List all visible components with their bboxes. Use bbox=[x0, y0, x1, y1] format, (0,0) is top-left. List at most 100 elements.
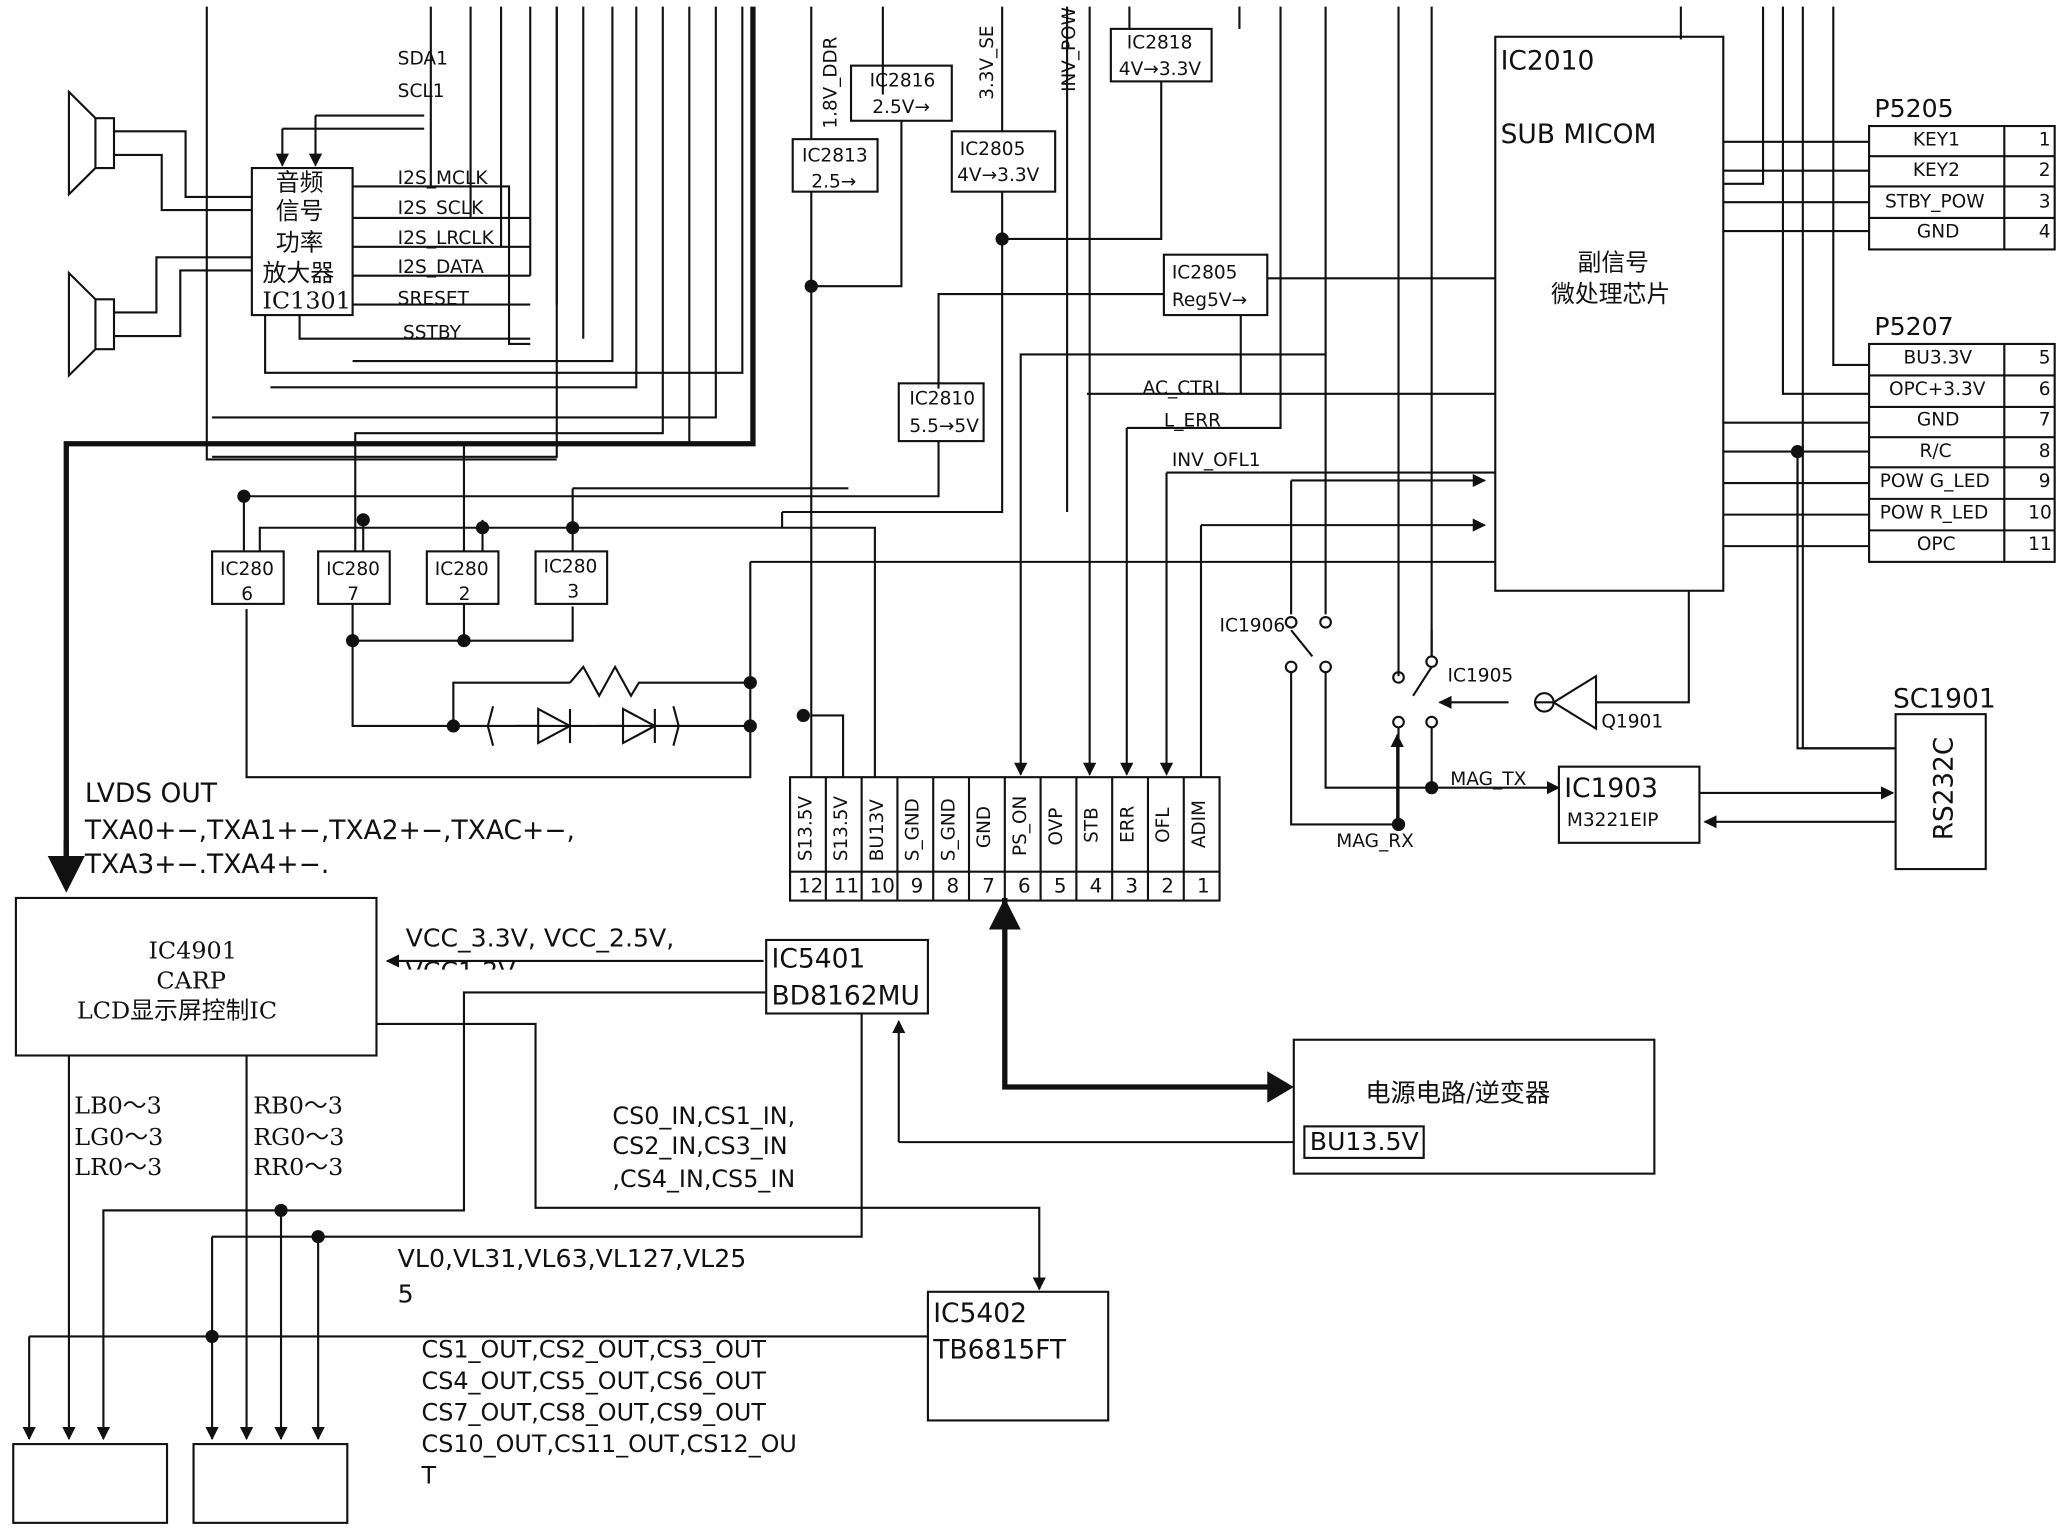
ic5401-part: BD8162MU bbox=[771, 979, 920, 1011]
cs-out-4: CS10_OUT,CS11_OUT,CS12_OU bbox=[421, 1430, 797, 1459]
ic5402-name: IC5402 bbox=[933, 1297, 1028, 1329]
lvds-line1: TXA0+−,TXA1+−,TXA2+−,TXAC+−, bbox=[84, 813, 575, 846]
pin-4-name: STB bbox=[1081, 807, 1103, 843]
speaker-icon bbox=[67, 89, 116, 197]
ic280-6-top: IC280 bbox=[220, 559, 274, 581]
inv-ofl1: INV_OFL1 bbox=[1171, 450, 1261, 472]
sreset: SRESET bbox=[397, 288, 469, 310]
p5205-n4: 4 bbox=[2038, 221, 2051, 243]
speaker-icon bbox=[67, 270, 116, 378]
pin-2-num: 2 bbox=[1161, 874, 1174, 898]
ic280-3-bot: 3 bbox=[567, 581, 580, 603]
ic1903-part: M3221EIP bbox=[1566, 809, 1659, 832]
lvds-title: LVDS OUT bbox=[84, 777, 217, 809]
p5207-r10: POW R_LED bbox=[1879, 502, 1989, 524]
l-err: L_ERR bbox=[1163, 410, 1222, 432]
ic2818-val: 4V→3.3V bbox=[1118, 59, 1202, 81]
p5207-r9: POW G_LED bbox=[1879, 471, 1990, 493]
cs-in-3: ,CS4_IN,CS5_IN bbox=[612, 1165, 796, 1194]
amp-line-3: 功率 bbox=[275, 229, 324, 258]
pin-4-num: 4 bbox=[1089, 874, 1103, 898]
p5207-n10: 10 bbox=[2028, 502, 2052, 524]
micom-sub: SUB MICOM bbox=[1500, 118, 1657, 150]
ic280-6-bot: 6 bbox=[241, 584, 254, 606]
pin-11-name: S13.5V bbox=[831, 796, 853, 862]
v33-label: 3.3V_SE bbox=[976, 25, 999, 100]
ic1906: IC1906 bbox=[1219, 615, 1286, 637]
p5207-r8: R/C bbox=[1919, 441, 1952, 463]
amp-line-5: IC1301 bbox=[262, 287, 351, 316]
amp-line-2: 信号 bbox=[275, 198, 324, 226]
power-bu: BU13.5V bbox=[1309, 1127, 1419, 1157]
vl-line1: VL0,VL31,VL63,VL127,VL25 bbox=[397, 1244, 747, 1274]
p5207-n5: 5 bbox=[2038, 347, 2051, 369]
ic280-7-bot: 7 bbox=[347, 584, 360, 606]
mag-rx: MAG_RX bbox=[1336, 831, 1414, 853]
p5207-r5: BU3.3V bbox=[1903, 347, 1973, 369]
ic2805b-val: Reg5V→ bbox=[1171, 290, 1248, 312]
p5205-r4: GND bbox=[1916, 221, 1960, 243]
ic4901-l2: CARP bbox=[156, 967, 226, 996]
ic2813-name: IC2813 bbox=[801, 145, 868, 167]
pin-7-num: 7 bbox=[982, 874, 995, 898]
rgb-right-2: RR0～3 bbox=[253, 1153, 344, 1182]
p5207-n8: 8 bbox=[2038, 441, 2051, 463]
pin-3-num: 3 bbox=[1125, 874, 1139, 898]
ic1903-name: IC1903 bbox=[1564, 771, 1659, 804]
pin-8-name: S_GND bbox=[938, 798, 960, 862]
pin-6-num: 6 bbox=[1018, 874, 1031, 898]
ic1905: IC1905 bbox=[1447, 665, 1514, 687]
rgb-left-0: LB0～3 bbox=[74, 1092, 162, 1120]
pin-10-num: 10 bbox=[869, 874, 895, 898]
ic5402-part: TB6815FT bbox=[933, 1333, 1067, 1366]
pin-12-name: S13.5V bbox=[795, 796, 817, 862]
p5207-n6: 6 bbox=[2038, 379, 2051, 401]
i2s-data: I2S_DATA bbox=[397, 257, 484, 279]
rs232c-label: RS232C bbox=[1927, 736, 1960, 841]
pin-8-num: 8 bbox=[946, 874, 960, 898]
p5207-r7: GND bbox=[1916, 409, 1960, 431]
pin-12-num: 12 bbox=[798, 874, 824, 898]
rgb-left-1: LG0～3 bbox=[74, 1123, 164, 1152]
ic280-3-top: IC280 bbox=[543, 556, 598, 578]
p5205-r2: KEY2 bbox=[1912, 160, 1960, 182]
p5205-title: P5205 bbox=[1874, 94, 1954, 124]
cs-out-2: CS4_OUT,CS5_OUT,CS6_OUT bbox=[421, 1367, 766, 1396]
micom-name: IC2010 bbox=[1500, 44, 1595, 77]
p5207-n9: 9 bbox=[2038, 471, 2051, 493]
p5205-n1: 1 bbox=[2038, 129, 2051, 151]
pin-11-num: 11 bbox=[833, 874, 860, 898]
rgb-right-1: RG0～3 bbox=[253, 1123, 345, 1152]
pin-1-name: ADIM bbox=[1189, 800, 1211, 849]
p5205-r1: KEY1 bbox=[1912, 129, 1960, 151]
sc1901-title: SC1901 bbox=[1892, 682, 1996, 715]
amp-line-1: 音频 bbox=[275, 169, 324, 197]
vcc-line1: VCC_3.3V, VCC_2.5V, bbox=[405, 924, 675, 954]
vcc-line2: VCC1.2V bbox=[405, 957, 516, 986]
micom-cn2: 微处理芯片 bbox=[1550, 280, 1671, 309]
sda-label: SDA1 bbox=[397, 48, 448, 70]
pin-2-name: OFL bbox=[1153, 807, 1175, 843]
cs-out-3: CS7_OUT,CS8_OUT,CS9_OUT bbox=[421, 1399, 766, 1428]
pin-1-num: 1 bbox=[1197, 874, 1210, 898]
vl-line2: 5 bbox=[397, 1279, 414, 1309]
cs-in-1: CS0_IN,CS1_IN, bbox=[612, 1102, 796, 1131]
cs-in-2: CS2_IN,CS3_IN bbox=[612, 1132, 788, 1161]
ac-ctrl: AC_CTRL bbox=[1142, 378, 1225, 400]
ic2816-val: 2.5V→ bbox=[872, 97, 931, 119]
ic2816-name: IC2816 bbox=[869, 70, 936, 92]
ic2818-name: IC2818 bbox=[1126, 32, 1193, 54]
i2s-mclk: I2S_MCLK bbox=[397, 168, 488, 190]
ic2810-name: IC2810 bbox=[909, 388, 976, 410]
rgb-left-2: LR0～3 bbox=[74, 1153, 163, 1182]
p5207-r6: OPC+3.3V bbox=[1888, 379, 1986, 401]
mag-tx: MAG_TX bbox=[1450, 769, 1527, 791]
pin-6-name: PS_ON bbox=[1010, 795, 1032, 856]
pin-3-name: ERR bbox=[1117, 805, 1139, 843]
invpow-label: INV_POW bbox=[1059, 7, 1081, 92]
q1901: Q1901 bbox=[1601, 711, 1664, 733]
ic280-2-top: IC280 bbox=[434, 559, 489, 581]
p5205-r3: STBY_POW bbox=[1885, 191, 1985, 213]
cs-out-5: T bbox=[421, 1462, 437, 1491]
